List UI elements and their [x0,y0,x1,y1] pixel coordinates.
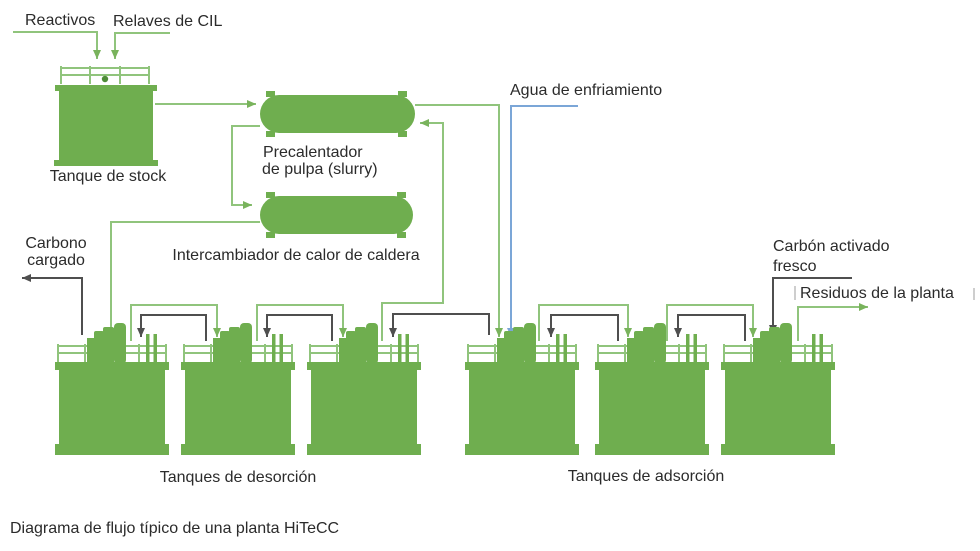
adsorption-tank-3 [720,322,836,456]
reactivos-feed-arrow [13,31,101,59]
relaves-feed-arrow [111,32,170,59]
desorption-tank-2 [180,322,296,456]
diagram-caption: Diagrama de flujo típico de una planta H… [10,520,339,537]
stock-tank-body [54,85,158,166]
agua-enfriamiento-arrow [507,105,578,337]
carbon-tank4-to-tank3-arrow [389,313,490,337]
slurry-preheater-vessel [260,91,415,137]
carbon-tank3-to-tank2-arrow [263,314,333,341]
desorption-tank-3 [306,322,422,456]
label-precalentador-line2: de pulpa (slurry) [262,161,378,178]
boiler-heat-exchanger-vessel [260,192,413,238]
carbon-tank5-to-tank4-arrow [547,314,619,341]
cooling-water-line [507,105,578,337]
carbon-fresco-in-arrow [769,277,852,334]
stock-tank-railing [60,66,150,84]
desorption-tank-1 [54,322,170,456]
slurry-tank4-to-tank5-arrow [538,304,632,341]
label-tanques-de-desorcion: Tanques de desorción [160,469,317,486]
carbono-cargado-out-arrow [22,274,83,335]
label-intercambiador: Intercambiador de calor de caldera [172,247,419,264]
stock-tank-valve [101,75,109,83]
label-relaves-cil: Relaves de CIL [113,13,222,30]
stock-tank [54,66,158,166]
exchanger-to-desorption1-arrow [107,221,260,337]
carbon-tank6-to-tank5-arrow [674,314,746,341]
label-carbon-activado-line1: Carbón activado [773,238,890,255]
carbon-tank2-to-tank1-arrow [137,314,207,341]
slurry-tank5-to-tank6-arrow [666,304,757,341]
residuos-out-arrow [797,303,868,341]
label-residuos-de-la-planta: Residuos de la planta [800,285,954,302]
label-agua-de-enfriamiento: Agua de enfriamiento [510,82,662,99]
preheater-to-adsorption1-arrow [415,104,503,337]
label-tanques-de-adsorcion: Tanques de adsorción [568,468,725,485]
label-tanque-de-stock: Tanque de stock [50,168,168,185]
adsorption-tank-2 [594,322,710,456]
preheater-to-exchanger-arrow [231,125,260,209]
label-carbon-activado-line2: fresco [773,258,817,275]
slurry-tank1-to-tank2-arrow [130,304,221,341]
label-precalentador-line1: Precalentador [263,144,363,161]
label-reactivos: Reactivos [25,12,95,29]
desorption3-to-preheater-arrow [381,119,444,341]
slurry-tank2-to-tank3-arrow [256,304,347,341]
label-carbono-cargado-line2: cargado [27,252,85,269]
adsorption-tank-1 [464,322,580,456]
carbon-flow-lines [22,274,852,341]
slurry-flow-lines [13,31,868,341]
label-carbono-cargado-line1: Carbono [25,235,86,252]
